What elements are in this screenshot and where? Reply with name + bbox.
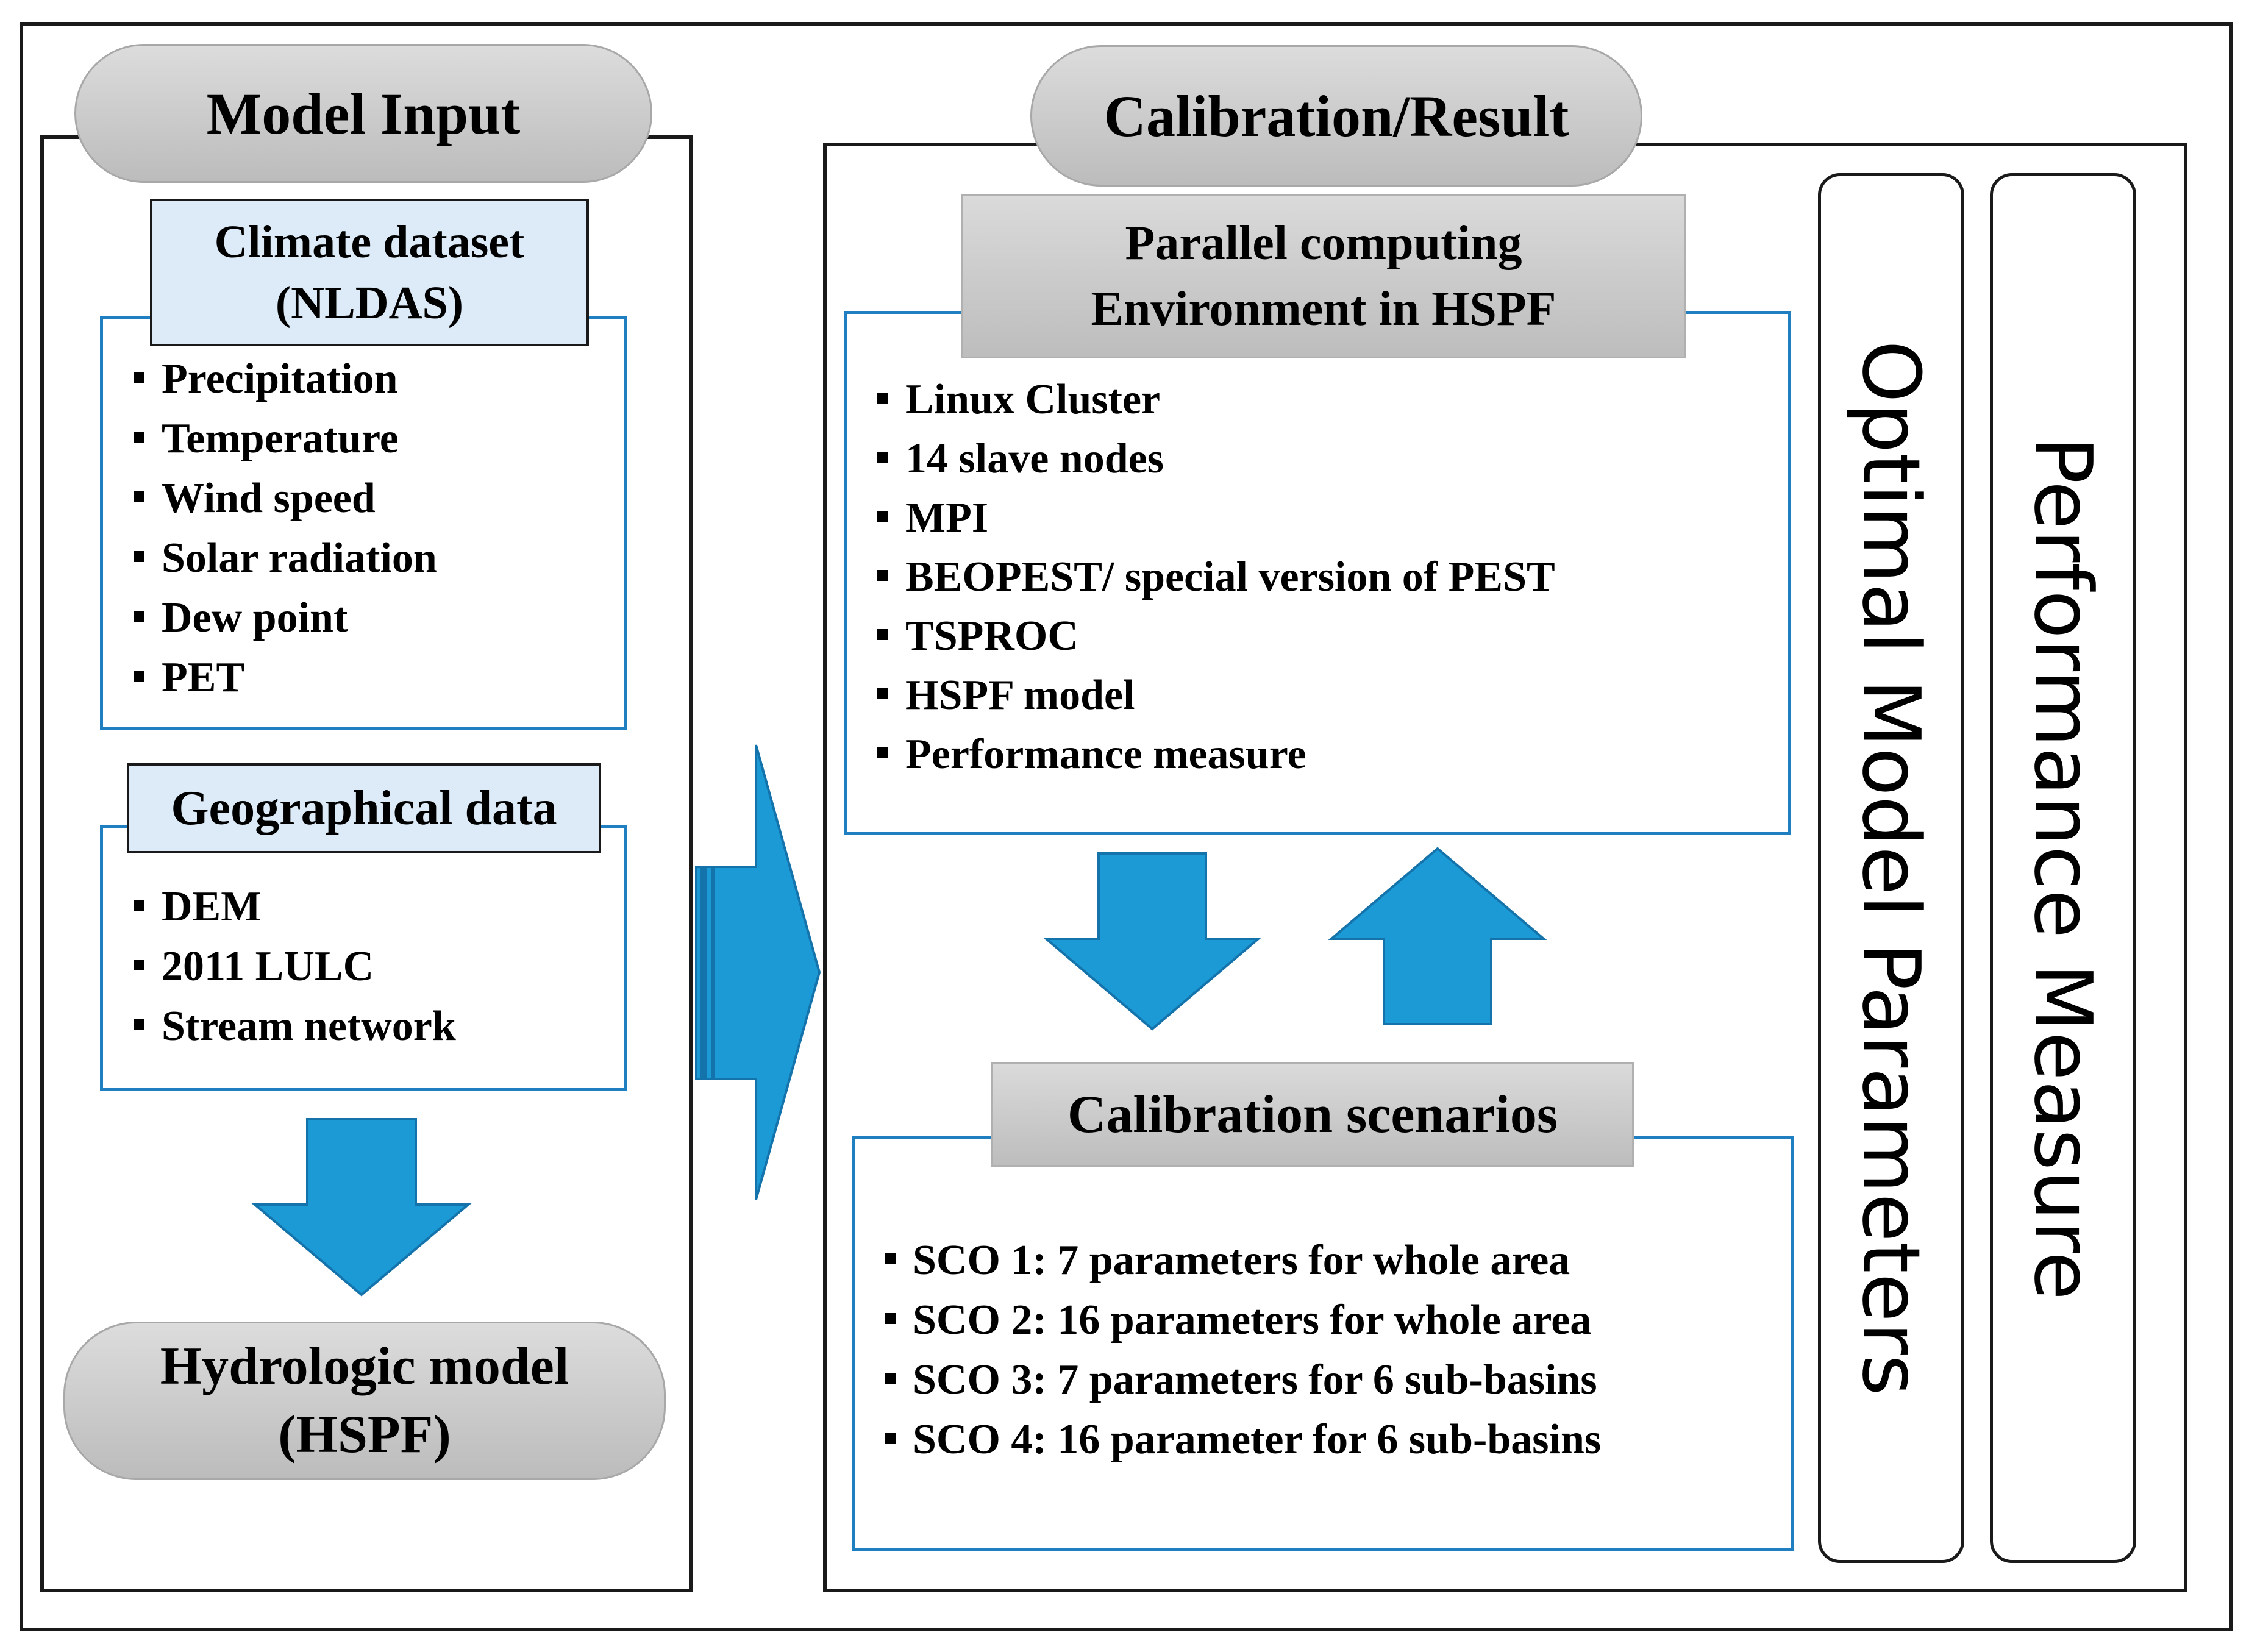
optimal-parameters-label: Optimal Model Parameters <box>1845 340 1937 1396</box>
list-item: 2011 LULC <box>134 937 456 997</box>
down-arrow-icon <box>251 1118 472 1297</box>
geo-box: DEM 2011 LULC Stream network <box>100 825 627 1091</box>
list-item: Solar radiation <box>134 529 437 588</box>
list-item: BEOPEST/ special version of PEST <box>877 547 1555 607</box>
outer-frame <box>20 22 2233 1631</box>
performance-measure-panel: Performance Measure <box>1990 173 2136 1563</box>
list-item: Linux Cluster <box>877 370 1555 429</box>
list-item: SCO 2: 16 parameters for whole area <box>885 1291 1601 1350</box>
scenarios-box: SCO 1: 7 parameters for whole area SCO 2… <box>852 1136 1794 1551</box>
list-item: SCO 1: 7 parameters for whole area <box>885 1231 1601 1291</box>
list-item: Performance measure <box>877 725 1555 784</box>
list-item: Precipitation <box>134 349 437 409</box>
list-item: Dew point <box>134 588 437 648</box>
list-item: PET <box>134 648 437 708</box>
geo-header: Geographical data <box>127 763 601 853</box>
model-input-title: Model Input <box>74 44 652 183</box>
list-item: Stream network <box>134 997 456 1056</box>
right-arrow-icon <box>695 744 821 1200</box>
performance-measure-label: Performance Measure <box>2017 436 2109 1300</box>
calibration-title: Calibration/Result <box>1030 45 1642 187</box>
hydrologic-model-pill: Hydrologic model (HSPF) <box>63 1322 666 1480</box>
list-item: TSPROC <box>877 607 1555 666</box>
list-item: SCO 4: 16 parameter for 6 sub-basins <box>885 1410 1601 1470</box>
down-arrow-icon <box>1043 852 1262 1031</box>
list-item: DEM <box>134 877 456 937</box>
list-item: SCO 3: 7 parameters for 6 sub-basins <box>885 1350 1601 1410</box>
climate-header: Climate dataset (NLDAS) <box>150 199 589 346</box>
parallel-list: Linux Cluster 14 slave nodes MPI BEOPEST… <box>877 370 1555 784</box>
scenarios-list: SCO 1: 7 parameters for whole area SCO 2… <box>885 1231 1601 1470</box>
up-arrow-icon <box>1328 847 1547 1025</box>
list-item: 14 slave nodes <box>877 429 1555 488</box>
list-item: Wind speed <box>134 469 437 529</box>
climate-box: Precipitation Temperature Wind speed Sol… <box>100 316 627 730</box>
list-item: HSPF model <box>877 666 1555 725</box>
parallel-header: Parallel computing Environment in HSPF <box>961 194 1686 358</box>
optimal-parameters-panel: Optimal Model Parameters <box>1818 173 1964 1563</box>
list-item: MPI <box>877 488 1555 547</box>
list-item: Temperature <box>134 409 437 469</box>
scenarios-header: Calibration scenarios <box>991 1062 1634 1167</box>
climate-list: Precipitation Temperature Wind speed Sol… <box>134 349 437 708</box>
geo-list: DEM 2011 LULC Stream network <box>134 877 456 1056</box>
parallel-box: Linux Cluster 14 slave nodes MPI BEOPEST… <box>844 311 1791 835</box>
